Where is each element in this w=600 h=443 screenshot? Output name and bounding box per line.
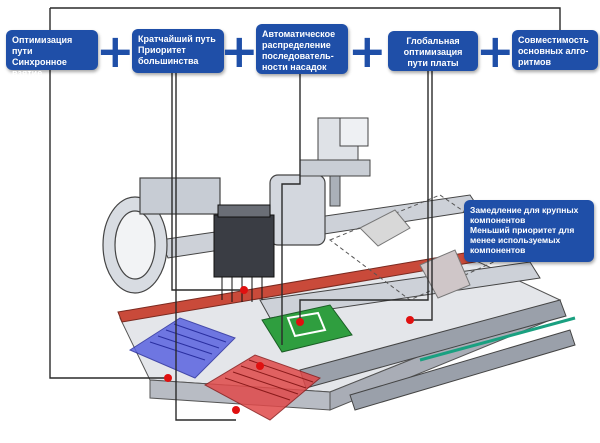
marker-blue-feeder — [164, 374, 172, 382]
plus-sign-1: + — [96, 24, 135, 78]
shortest-path-box: Кратчайший путь Приоритет большинства — [132, 29, 224, 73]
nozzle-sequence-box: Автоматическое распределение последовате… — [256, 24, 348, 74]
camera-arm — [299, 117, 371, 207]
pcb-board — [261, 304, 353, 353]
motor-housing — [102, 174, 326, 294]
marker-red-feeder — [232, 406, 240, 414]
marker-rail — [406, 316, 414, 324]
marker-board — [296, 318, 304, 326]
plus-sign-3: + — [348, 24, 387, 78]
feeder-bank-red — [203, 354, 321, 421]
global-board-path-box: Глобальная оптимизация пути платы — [388, 31, 478, 71]
large-component-slowdown-box: Замедление для крупных компонентов Меньш… — [464, 200, 594, 262]
algorithm-compatibility-box: Совместимость основных алго- ритмов — [512, 30, 598, 70]
path-optimization-box: Оптимизация пути Синхронное взятие — [6, 30, 98, 78]
marker-head — [240, 286, 248, 294]
target-markers — [164, 286, 414, 414]
connector-lines — [49, 7, 561, 421]
placement-head — [213, 204, 275, 302]
plus-sign-2: + — [220, 24, 259, 78]
marker-pcb — [256, 362, 264, 370]
plus-sign-4: + — [476, 24, 515, 78]
feeder-bank-blue — [128, 317, 236, 379]
